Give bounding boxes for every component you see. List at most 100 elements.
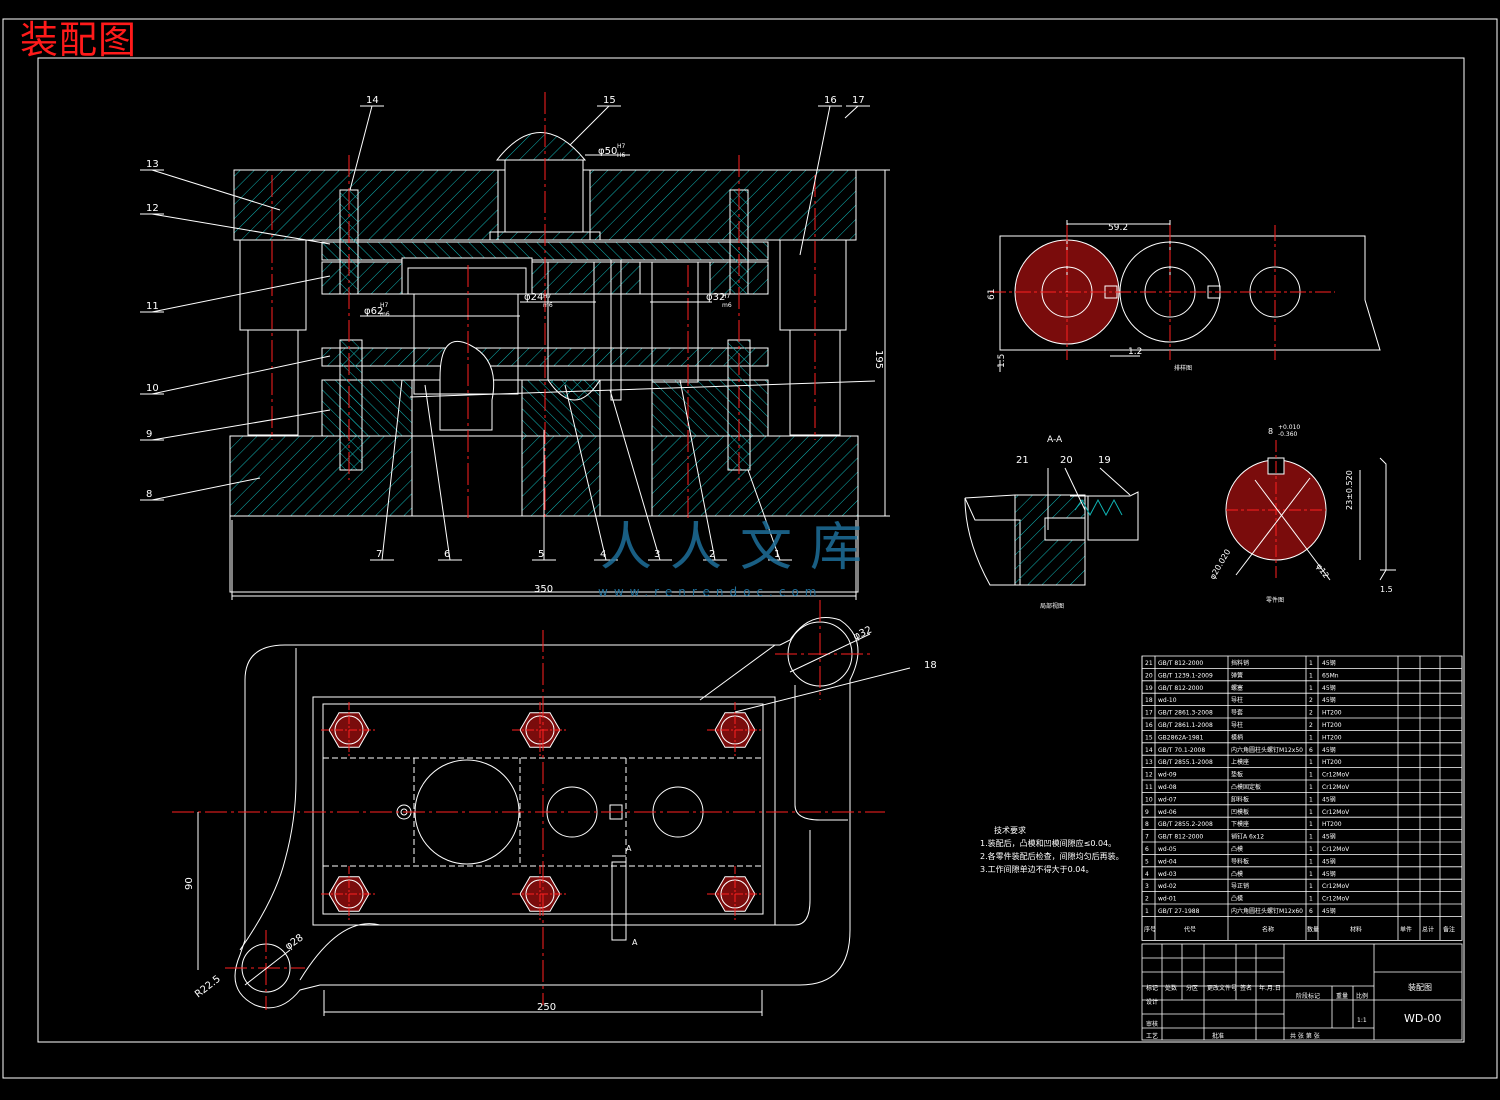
top-center-lines — [172, 600, 885, 1010]
balloon-15: 15 — [603, 95, 616, 106]
tb-drawing-no: WD-00 — [1404, 1012, 1441, 1025]
bom-mat: Cr12MoV — [1322, 846, 1350, 853]
bom-no: 2 — [1145, 896, 1149, 903]
aa-caption: 局部视图 — [1040, 602, 1064, 610]
bom-mat: HT200 — [1322, 722, 1342, 729]
strip-pitch-text: 59.2 — [1108, 223, 1128, 233]
balloon-14: 14 — [366, 95, 379, 106]
bom-mat: HT200 — [1322, 734, 1342, 741]
top-d32-text: φ32 — [852, 625, 874, 643]
strip-12-text: 1.2 — [1128, 347, 1142, 357]
balloon-9: 9 — [146, 429, 152, 440]
tb-count: 处数 — [1165, 984, 1177, 992]
bom-code: wd-05 — [1158, 846, 1177, 853]
strip-layout — [999, 220, 1381, 372]
watermark-logo: 人人文库 — [600, 518, 881, 578]
top-r225-text: R22.5 — [193, 974, 223, 1001]
bom-header-mat: 材料 — [1350, 925, 1362, 933]
tb-process: 工艺 — [1146, 1032, 1158, 1040]
bom-name: 螺塞 — [1231, 684, 1243, 692]
bom-mat: HT200 — [1322, 759, 1342, 766]
bom-no: 14 — [1145, 747, 1153, 754]
inner-border — [37, 57, 1465, 1043]
bom-mat: HT200 — [1322, 821, 1342, 828]
front-dimensions — [231, 154, 890, 600]
fit-h7-c: H7 — [722, 293, 731, 300]
dim-62-text: φ62 — [364, 306, 383, 317]
top-bolts — [321, 702, 763, 922]
bom-qty: 1 — [1309, 660, 1313, 667]
bom-code: wd-02 — [1158, 883, 1177, 890]
bom-mat: 45钢 — [1322, 746, 1336, 754]
aa-balloon-20: 20 — [1060, 455, 1073, 466]
bom-mat: Cr12MoV — [1322, 896, 1350, 903]
bom-code: GB/T 2861.1-2008 — [1158, 722, 1213, 729]
bom-mat: Cr12MoV — [1322, 784, 1350, 791]
balloon-16: 16 — [824, 95, 837, 106]
dim-32-text: φ32 — [706, 292, 725, 303]
bom-no: 6 — [1145, 846, 1149, 853]
part-slot-text: 8 — [1268, 427, 1273, 436]
bom-code: wd-09 — [1158, 772, 1177, 779]
bom-name: 垫板 — [1231, 771, 1243, 779]
bom-name: 导正销 — [1231, 882, 1249, 890]
bom-mat: 45钢 — [1322, 907, 1336, 915]
title-block — [1141, 943, 1463, 1041]
bom-no: 10 — [1145, 796, 1153, 803]
balloon-5: 5 — [538, 549, 544, 560]
top-90-text: 90 — [184, 877, 195, 890]
tb-stage: 阶段标记 — [1296, 992, 1320, 1000]
bom-no: 15 — [1145, 734, 1153, 741]
bom-qty: 2 — [1309, 710, 1313, 717]
section-aa-view — [964, 467, 1139, 586]
bom-no: 18 — [1145, 697, 1153, 704]
part-23-text: 23±0.520 — [1345, 470, 1354, 510]
balloon-3: 3 — [654, 549, 660, 560]
bom-name: 凸模 — [1231, 870, 1243, 878]
aa-label: A-A — [1047, 435, 1063, 445]
part-15-text: 1.5 — [1380, 585, 1393, 594]
balloon-1: 1 — [774, 549, 780, 560]
bom-qty: 1 — [1309, 883, 1313, 890]
bom-mat: 45钢 — [1322, 684, 1336, 692]
bom-name: 导料板 — [1231, 857, 1249, 865]
bom-name: 导套 — [1231, 709, 1243, 717]
section-mark-top: A — [626, 844, 632, 853]
strip-center — [990, 225, 1335, 360]
bom-qty: 1 — [1309, 796, 1313, 803]
bom-name: 挡料销 — [1231, 659, 1249, 667]
bom-mat: 45钢 — [1322, 795, 1336, 803]
outer-border — [2, 18, 1498, 1079]
tb-scale: 1:1 — [1357, 1017, 1367, 1024]
bom-qty: 1 — [1309, 871, 1313, 878]
bom-mat: Cr12MoV — [1322, 809, 1350, 816]
bom-no: 1 — [1145, 908, 1149, 915]
bom-header-name: 名称 — [1262, 925, 1274, 933]
top-dimensions — [197, 633, 911, 1016]
bom-no: 9 — [1145, 809, 1149, 816]
balloon-10: 10 — [146, 383, 159, 394]
bom-qty: 1 — [1309, 858, 1313, 865]
bom-no: 8 — [1145, 821, 1149, 828]
bom-name: 卸料板 — [1231, 795, 1249, 803]
bom-code: wd-01 — [1158, 896, 1177, 903]
bom-name: 导柱 — [1231, 721, 1243, 729]
notes-heading: 技术要求 — [994, 826, 1026, 835]
bom-no: 12 — [1145, 772, 1153, 779]
bom-code: GB/T 1239.1-2009 — [1158, 672, 1213, 679]
bom-qty: 1 — [1309, 896, 1313, 903]
top-d28-text: φ28 — [283, 932, 305, 952]
bom-qty: 1 — [1309, 759, 1313, 766]
bom-qty: 2 — [1309, 697, 1313, 704]
tb-sheets: 共 张 第 张 — [1290, 1032, 1320, 1040]
bom-no: 11 — [1145, 784, 1153, 791]
bom-mat: HT200 — [1322, 710, 1342, 717]
top-view — [234, 617, 859, 1009]
bom-qty: 1 — [1309, 784, 1313, 791]
bom-qty: 1 — [1309, 834, 1313, 841]
bom-header-total_w: 总计 — [1422, 925, 1434, 933]
part-d20-text: φ20.020 — [1208, 548, 1232, 581]
bom-name: 凸模 — [1231, 895, 1243, 903]
bom-mat: 45钢 — [1322, 696, 1336, 704]
bom-qty: 1 — [1309, 821, 1313, 828]
